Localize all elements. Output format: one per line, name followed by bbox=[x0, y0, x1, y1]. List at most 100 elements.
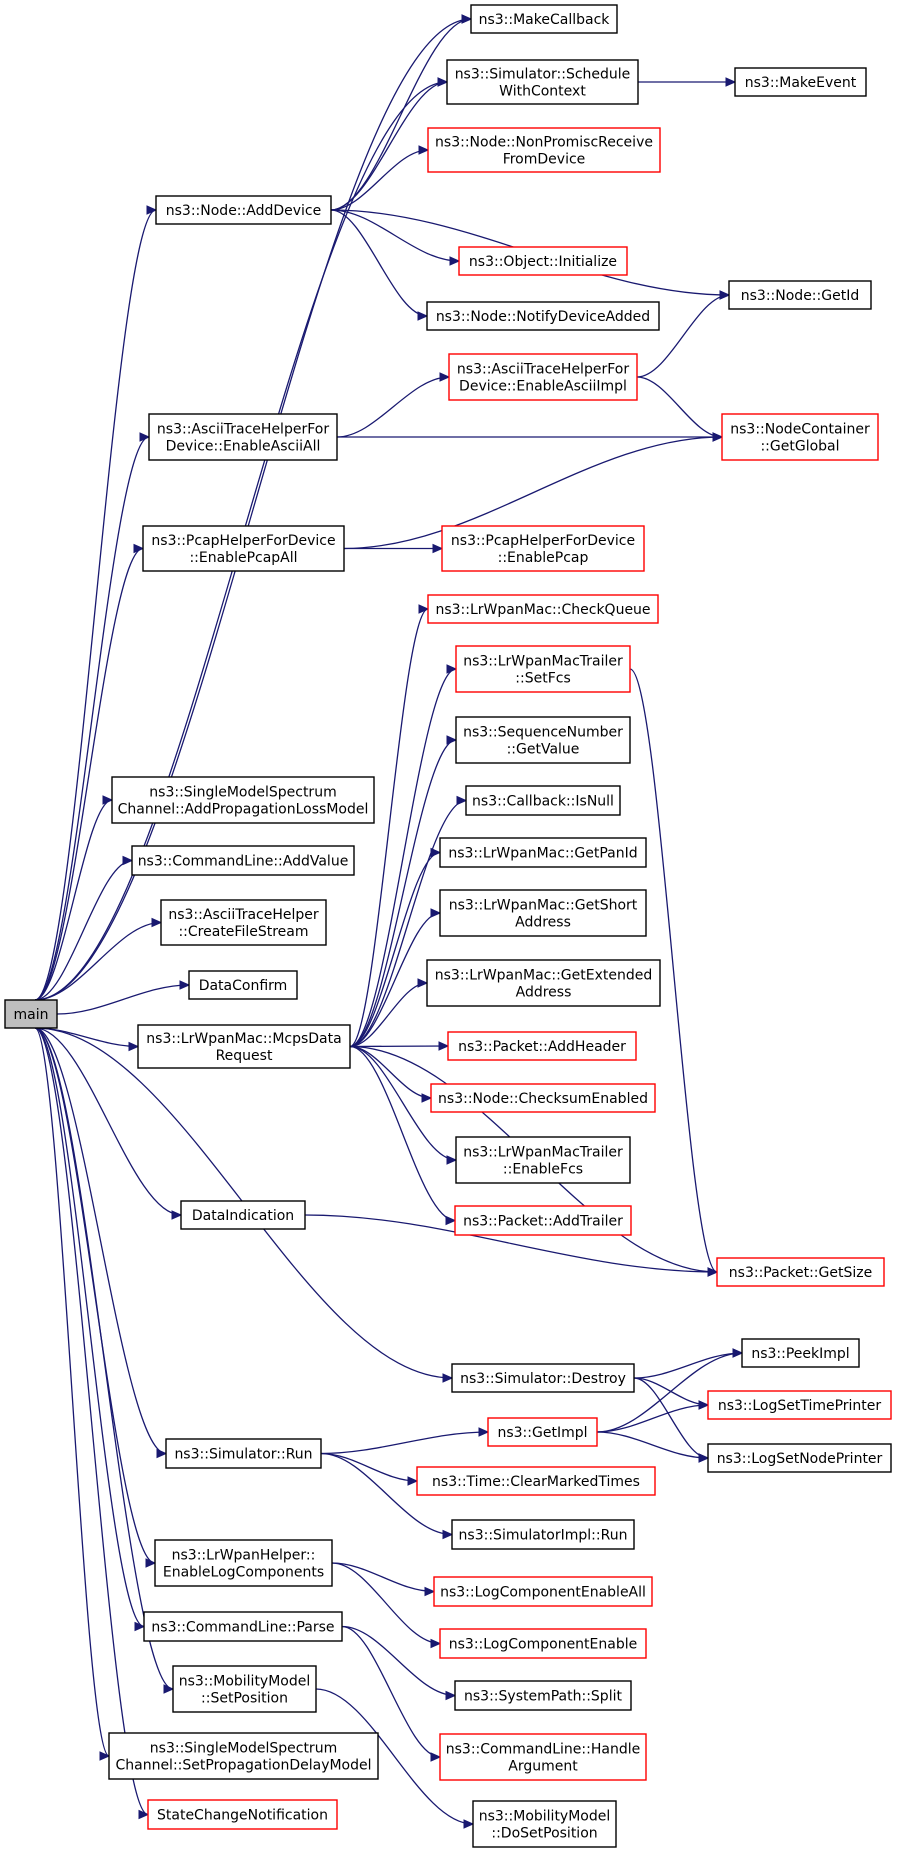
edge-mcps-to-setfcs bbox=[349, 664, 458, 1048]
node-label: Channel::SetPropagationDelayModel bbox=[115, 1758, 371, 1774]
node-objinit[interactable]: ns3::Object::Initialize bbox=[458, 246, 628, 276]
node-isnull[interactable]: ns3::Callback::IsNull bbox=[465, 785, 621, 816]
node-label: ::GetValue bbox=[507, 742, 580, 758]
node-box bbox=[137, 1024, 351, 1069]
node-box bbox=[465, 785, 621, 816]
node-box bbox=[131, 845, 355, 876]
node-label: ns3::AsciiTraceHelperFor bbox=[157, 422, 329, 438]
node-label: Channel::AddPropagationLossModel bbox=[118, 802, 369, 818]
node-label: ns3::GetImpl bbox=[497, 1425, 587, 1441]
node-dataind[interactable]: DataIndication bbox=[180, 1200, 306, 1230]
node-getglobal[interactable]: ns3::NodeContainer::GetGlobal bbox=[721, 413, 879, 461]
edge-main-to-addvalue bbox=[34, 855, 134, 1001]
node-label: ns3::CommandLine::Parse bbox=[151, 1620, 334, 1636]
node-box bbox=[446, 59, 639, 105]
node-label: ns3::AsciiTraceHelperFor bbox=[457, 362, 629, 378]
node-statechange[interactable]: StateChangeNotification bbox=[147, 1799, 338, 1830]
node-getid[interactable]: ns3::Node::GetId bbox=[728, 280, 872, 310]
node-label: ::EnablePcap bbox=[498, 550, 589, 566]
node-asciiimpl[interactable]: ns3::AsciiTraceHelperForDevice::EnableAs… bbox=[448, 353, 638, 401]
node-box bbox=[439, 837, 647, 868]
node-simrun[interactable]: ns3::Simulator::Run bbox=[165, 1438, 322, 1469]
edge-main-to-setpos bbox=[34, 1027, 175, 1694]
node-createfile[interactable]: ns3::AsciiTraceHelper::CreateFileStream bbox=[160, 899, 327, 946]
node-label: EnableLogComponents bbox=[163, 1565, 324, 1581]
node-box bbox=[148, 413, 338, 461]
node-label: ns3::CommandLine::AddValue bbox=[138, 854, 349, 870]
node-panid[interactable]: ns3::LrWpanMac::GetPanId bbox=[439, 837, 647, 868]
node-logtime[interactable]: ns3::LogSetTimePrinter bbox=[707, 1390, 892, 1420]
node-box bbox=[426, 959, 661, 1007]
node-label: ns3::Packet::GetSize bbox=[729, 1265, 872, 1281]
node-dosetpos[interactable]: ns3::MobilityModel::DoSetPosition bbox=[472, 1800, 617, 1848]
node-getimpl[interactable]: ns3::GetImpl bbox=[487, 1417, 598, 1447]
node-box bbox=[155, 195, 332, 225]
edge-asciiall-to-getglobal bbox=[337, 432, 724, 442]
node-logall[interactable]: ns3::LogComponentEnableAll bbox=[433, 1576, 653, 1607]
node-lognode[interactable]: ns3::LogSetNodePrinter bbox=[707, 1443, 892, 1473]
node-label: ns3::PeekImpl bbox=[751, 1346, 849, 1362]
node-peekimpl[interactable]: ns3::PeekImpl bbox=[741, 1338, 860, 1368]
node-label: ns3::Node::AddDevice bbox=[166, 203, 321, 219]
node-setpropdelay[interactable]: ns3::SingleModelSpectrumChannel::SetProp… bbox=[108, 1732, 379, 1780]
node-label: ::EnablePcapAll bbox=[189, 550, 297, 566]
node-logenable[interactable]: ns3::LogComponentEnable bbox=[439, 1628, 647, 1659]
node-split[interactable]: ns3::SystemPath::Split bbox=[454, 1680, 632, 1711]
node-enablelog[interactable]: ns3::LrWpanHelper::EnableLogComponents bbox=[154, 1539, 333, 1587]
node-getsize[interactable]: ns3::Packet::GetSize bbox=[716, 1257, 885, 1287]
edge-parse-to-split bbox=[341, 1625, 457, 1701]
node-implrun[interactable]: ns3::SimulatorImpl::Run bbox=[451, 1519, 635, 1550]
node-label: ns3::LrWpanMacTrailer bbox=[463, 1145, 623, 1161]
node-addtrailer[interactable]: ns3::Packet::AddTrailer bbox=[454, 1205, 632, 1236]
node-clearmarked[interactable]: ns3::Time::ClearMarkedTimes bbox=[416, 1466, 656, 1496]
node-label: ns3::Node::ChecksumEnabled bbox=[438, 1091, 648, 1107]
node-label: ns3::MobilityModel bbox=[479, 1809, 611, 1825]
edge-mcps-to-checksum bbox=[349, 1045, 433, 1103]
node-checkqueue[interactable]: ns3::LrWpanMac::CheckQueue bbox=[427, 594, 659, 624]
node-box bbox=[439, 1628, 647, 1659]
node-makeevent[interactable]: ns3::MakeEvent bbox=[734, 67, 867, 97]
node-label: Address bbox=[516, 985, 572, 1001]
node-label: ns3::PcapHelperForDevice bbox=[151, 533, 335, 549]
edge-mcps-to-addheader bbox=[349, 1041, 450, 1051]
node-dataconfirm[interactable]: DataConfirm bbox=[188, 970, 298, 1000]
node-addproploss[interactable]: ns3::SingleModelSpectrumChannel::AddProp… bbox=[111, 776, 375, 824]
node-main[interactable]: main bbox=[4, 999, 58, 1029]
node-destroy[interactable]: ns3::Simulator::Destroy bbox=[451, 1363, 635, 1393]
node-parse[interactable]: ns3::CommandLine::Parse bbox=[143, 1611, 343, 1642]
node-seqval[interactable]: ns3::SequenceNumber::GetValue bbox=[455, 716, 631, 764]
node-label: ns3::PcapHelperForDevice bbox=[451, 533, 635, 549]
node-setfcs[interactable]: ns3::LrWpanMacTrailer::SetFcs bbox=[455, 645, 631, 693]
node-makecallback[interactable]: ns3::MakeCallback bbox=[470, 4, 618, 34]
node-notifydev[interactable]: ns3::Node::NotifyDeviceAdded bbox=[426, 301, 660, 331]
node-pcap[interactable]: ns3::PcapHelperForDevice::EnablePcap bbox=[441, 525, 645, 572]
node-checksum[interactable]: ns3::Node::ChecksumEnabled bbox=[430, 1083, 656, 1113]
edge-main-to-dataconfirm bbox=[56, 980, 191, 1015]
node-addheader[interactable]: ns3::Packet::AddHeader bbox=[447, 1031, 637, 1061]
node-label: main bbox=[14, 1007, 49, 1023]
edge-getimpl-to-peekimpl bbox=[596, 1348, 744, 1433]
node-label: ::GetGlobal bbox=[760, 439, 839, 455]
edge-simrun-to-implrun bbox=[320, 1452, 454, 1540]
node-asciiall[interactable]: ns3::AsciiTraceHelperForDevice::EnableAs… bbox=[148, 413, 338, 461]
node-label: ns3::LrWpanMac::GetExtended bbox=[435, 968, 652, 984]
node-box bbox=[458, 246, 628, 276]
edge-destroy-to-peekimpl bbox=[633, 1348, 744, 1379]
node-pcapall[interactable]: ns3::PcapHelperForDevice::EnablePcapAll bbox=[142, 525, 345, 572]
node-enablefcs[interactable]: ns3::LrWpanMacTrailer::EnableFcs bbox=[455, 1136, 631, 1184]
node-label: ns3::SystemPath::Split bbox=[464, 1689, 622, 1705]
node-box bbox=[707, 1443, 892, 1473]
edge-mcps-to-seqval bbox=[349, 735, 458, 1048]
node-adddevice[interactable]: ns3::Node::AddDevice bbox=[155, 195, 332, 225]
node-addvalue[interactable]: ns3::CommandLine::AddValue bbox=[131, 845, 355, 876]
edge-main-to-parse bbox=[34, 1027, 146, 1632]
edge-pcapall-to-pcap bbox=[344, 543, 444, 554]
node-box bbox=[147, 1799, 338, 1830]
node-setpos[interactable]: ns3::MobilityModel::SetPosition bbox=[172, 1665, 317, 1713]
